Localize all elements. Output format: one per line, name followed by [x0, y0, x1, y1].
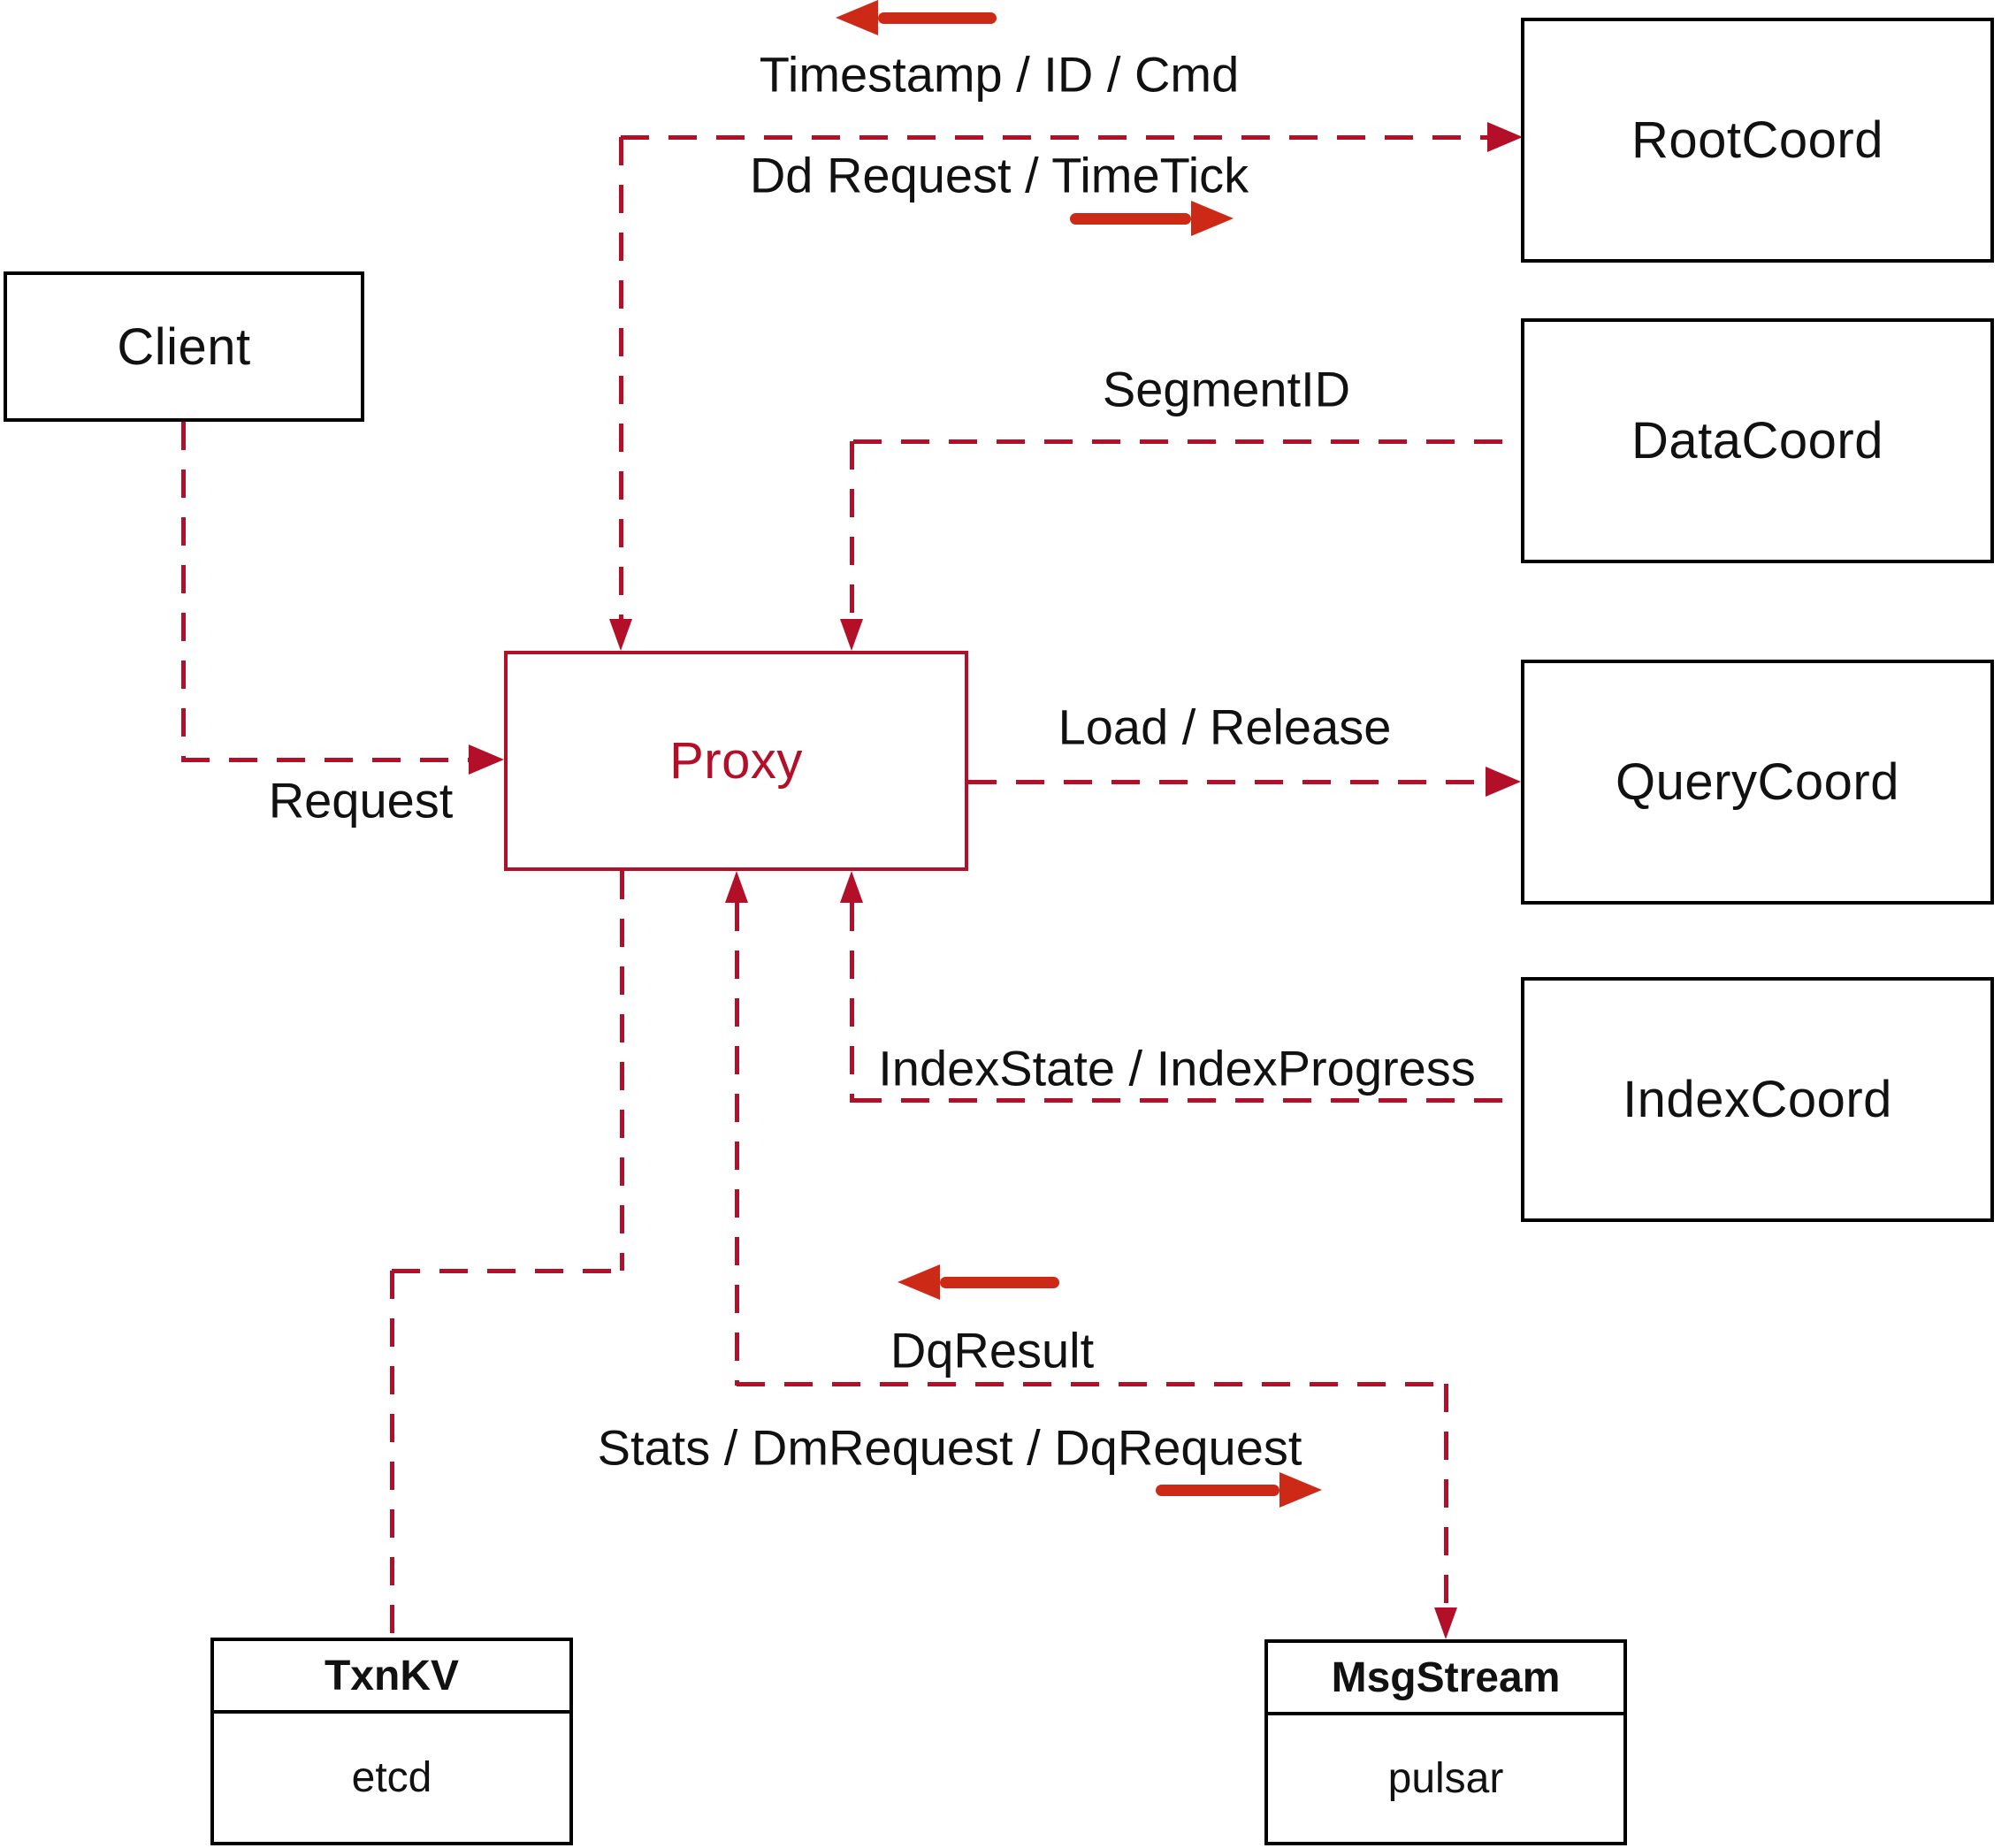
edge-label-request: Request	[268, 772, 454, 829]
proxy-label: Proxy	[669, 732, 803, 790]
proxy-node: Proxy	[504, 651, 968, 871]
arrow-toward-rootcoord-icon	[1070, 201, 1234, 236]
edge-indexcoord-proxy-horizontal	[853, 1098, 1521, 1103]
datacoord-label: DataCoord	[1631, 412, 1883, 470]
arrowhead-into-proxy-bottom-right-icon	[840, 871, 863, 903]
edge-label-stats-dmrequest-dqrequest: Stats / DmRequest / DqRequest	[597, 1419, 1302, 1476]
edge-client-proxy-horizontal	[181, 758, 469, 762]
msgstream-node: MsgStream pulsar	[1264, 1639, 1627, 1845]
arrowhead-into-proxy-bottom-left-icon	[725, 871, 748, 903]
arrowhead-into-msgstream-icon	[1434, 1607, 1457, 1639]
arrowhead-into-proxy-top-left-icon	[609, 619, 632, 651]
edge-datacoord-proxy-vertical	[850, 441, 854, 619]
arrow-right-head-icon	[1279, 1472, 1322, 1508]
edge-datacoord-proxy-horizontal	[853, 439, 1521, 444]
arrowhead-into-proxy-left-icon	[469, 745, 504, 775]
edge-indexcoord-proxy-vertical	[850, 903, 854, 1103]
edge-label-indexstate-indexprogress: IndexState / IndexProgress	[878, 1040, 1476, 1096]
indexcoord-label: IndexCoord	[1623, 1071, 1892, 1128]
edge-client-proxy-vertical	[181, 422, 186, 760]
datacoord-node: DataCoord	[1521, 318, 1994, 563]
arrowhead-into-proxy-top-right-icon	[840, 619, 863, 651]
edge-proxy-msgstream-vertical-right	[1444, 1384, 1448, 1607]
msgstream-subtitle: pulsar	[1387, 1755, 1504, 1802]
edge-proxy-txnkv-vertical-lower	[390, 1271, 394, 1638]
indexcoord-node: IndexCoord	[1521, 977, 1994, 1222]
edge-proxy-querycoord-horizontal	[968, 780, 1486, 784]
txnkv-title: TxnKV	[214, 1641, 569, 1714]
txnkv-subtitle: etcd	[351, 1754, 432, 1801]
arrow-left-head-icon	[898, 1264, 940, 1300]
edge-proxy-msgstream-horizontal	[737, 1382, 1448, 1386]
arrow-left-head-icon	[836, 0, 878, 35]
querycoord-node: QueryCoord	[1521, 660, 1994, 905]
arrow-right-head-icon	[1191, 201, 1234, 236]
edge-proxy-txnkv-vertical-upper	[620, 871, 624, 1271]
rootcoord-label: RootCoord	[1631, 111, 1883, 169]
txnkv-node: TxnKV etcd	[210, 1638, 573, 1845]
arrowhead-into-rootcoord-icon	[1487, 122, 1523, 152]
client-label: Client	[117, 317, 251, 376]
edge-label-dqresult: DqResult	[890, 1322, 1095, 1378]
arrow-toward-proxy-bottom-icon	[898, 1264, 1059, 1300]
rootcoord-node: RootCoord	[1521, 18, 1994, 263]
edge-proxy-txnkv-horizontal	[392, 1269, 623, 1273]
arrowhead-into-querycoord-icon	[1486, 767, 1521, 797]
arrow-toward-proxy-top-icon	[836, 0, 997, 35]
querycoord-label: QueryCoord	[1616, 753, 1899, 811]
edge-label-load-release: Load / Release	[1058, 699, 1392, 755]
edge-label-dd-request-timetick: Dd Request / TimeTick	[749, 147, 1249, 203]
edge-label-segmentid: SegmentID	[1102, 361, 1351, 417]
edge-label-timestamp-id-cmd: Timestamp / ID / Cmd	[759, 46, 1240, 103]
client-node: Client	[4, 271, 364, 422]
arrow-toward-msgstream-icon	[1156, 1472, 1322, 1508]
edge-proxy-msgstream-vertical-left	[735, 903, 739, 1386]
msgstream-title: MsgStream	[1268, 1643, 1623, 1715]
edge-proxy-rootcoord-horizontal	[621, 135, 1489, 140]
edge-proxy-rootcoord-vertical	[619, 137, 623, 619]
